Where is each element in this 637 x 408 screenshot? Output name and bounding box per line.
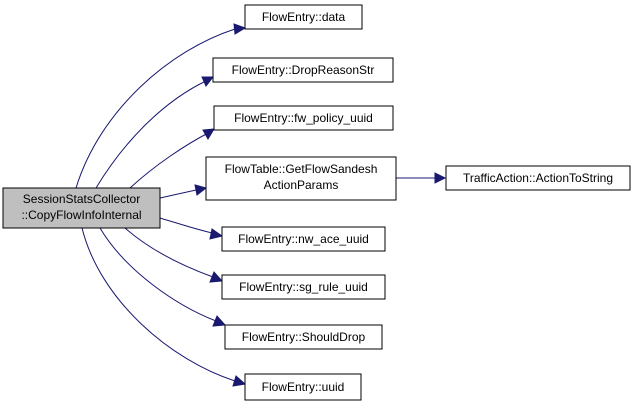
node-label: FlowEntry::DropReasonStr: [232, 63, 375, 77]
edge-root-to-should-drop: [99, 227, 227, 327]
edge-root-to-data: [75, 23, 247, 189]
node-label-line: ::CopyFlowInfoInternal: [21, 208, 141, 222]
node-flow-entry-drop-reason-str[interactable]: FlowEntry::DropReasonStr: [212, 57, 394, 83]
edge-root-to-sg-rule-uuid: [124, 227, 224, 283]
edge-get-flow-sandesh-to-action-to-string: [396, 172, 447, 184]
node-flow-entry-sg-rule-uuid[interactable]: FlowEntry::sg_rule_uuid: [221, 274, 386, 300]
node-label: TrafficAction::ActionToString: [463, 171, 613, 185]
node-label-line: SessionStatsCollector: [23, 192, 140, 206]
edge-root-to-get-flow-sandesh: [159, 184, 208, 199]
node-label-line: ActionParams: [264, 178, 339, 192]
node-label: FlowEntry::ShouldDrop: [242, 330, 366, 344]
edge-root-to-fw-policy-uuid: [129, 128, 215, 189]
edge-root-to-drop-reason-str: [95, 76, 215, 189]
edge-root-to-nw-ace-uuid: [159, 217, 224, 240]
edge-root-to-uuid: [81, 227, 247, 387]
node-flow-entry-fw-policy-uuid[interactable]: FlowEntry::fw_policy_uuid: [213, 105, 394, 131]
node-flow-entry-nw-ace-uuid[interactable]: FlowEntry::nw_ace_uuid: [221, 226, 386, 252]
node-flow-table-get-flow-sandesh-action-params[interactable]: FlowTable::GetFlowSandesh ActionParams: [205, 156, 397, 201]
node-label: FlowEntry::sg_rule_uuid: [239, 280, 368, 294]
node-flow-entry-data[interactable]: FlowEntry::data: [244, 4, 363, 30]
node-label-line: FlowTable::GetFlowSandesh: [225, 162, 378, 176]
node-flow-entry-uuid[interactable]: FlowEntry::uuid: [244, 373, 362, 401]
node-session-stats-collector-copy-flow-info-internal[interactable]: SessionStatsCollector ::CopyFlowInfoInte…: [2, 187, 161, 229]
node-label: FlowEntry::data: [262, 10, 346, 24]
node-label: FlowEntry::nw_ace_uuid: [238, 232, 369, 246]
node-label: FlowEntry::fw_policy_uuid: [234, 111, 373, 125]
node-flow-entry-should-drop[interactable]: FlowEntry::ShouldDrop: [224, 324, 383, 350]
node-label: FlowEntry::uuid: [262, 380, 345, 394]
node-traffic-action-action-to-string[interactable]: TrafficAction::ActionToString: [445, 165, 631, 191]
